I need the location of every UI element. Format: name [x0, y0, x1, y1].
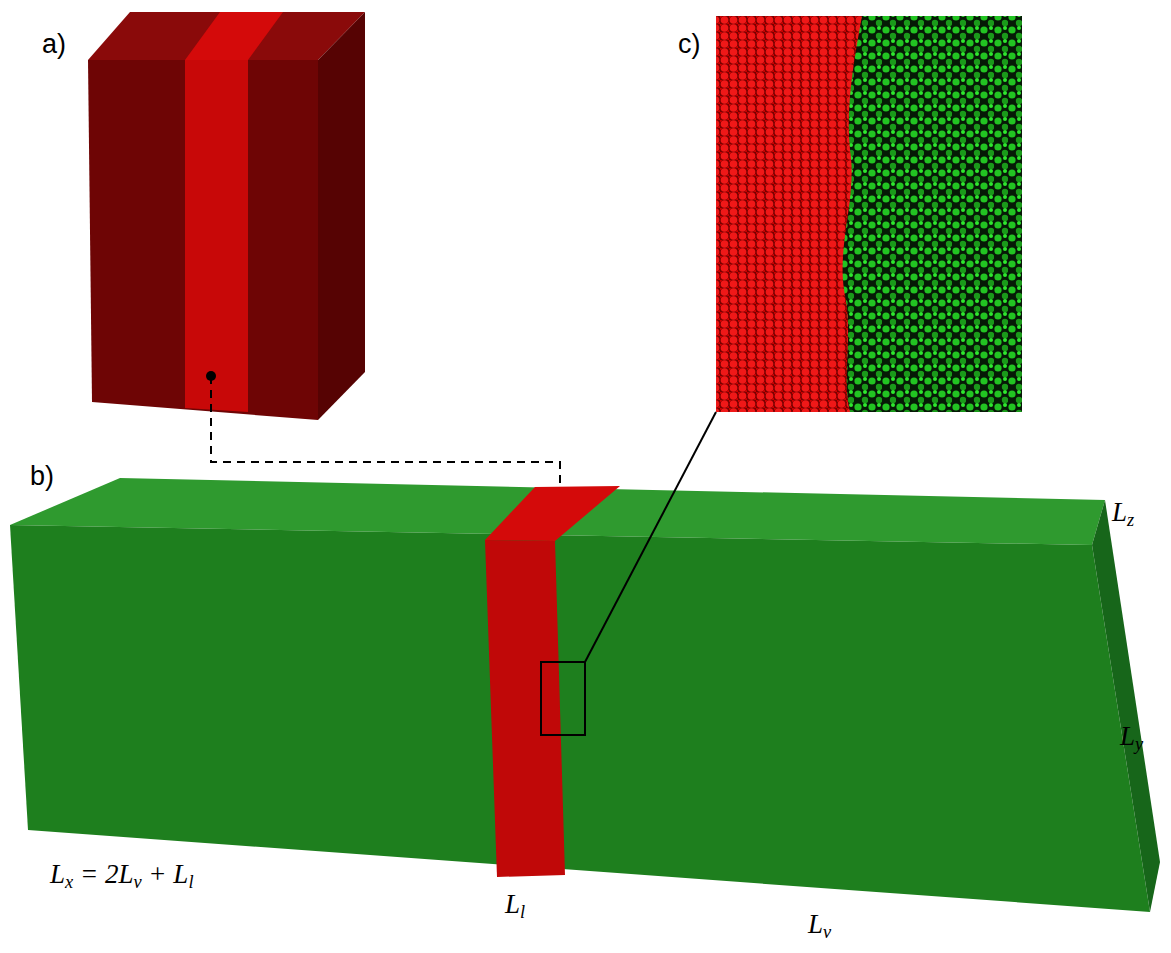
zoom-leader	[585, 412, 716, 662]
vapour-box-b	[10, 478, 1160, 912]
panel-label: b)	[30, 462, 54, 492]
dimension-label: Lx = 2Lv + Ll	[50, 860, 193, 892]
dimension-label: Ly	[1120, 722, 1143, 754]
transfer-line	[211, 376, 560, 498]
dimension-label: Lv	[808, 910, 831, 942]
panel-label: a)	[42, 30, 66, 60]
interface-zoom	[716, 16, 1022, 412]
panel-label: c)	[678, 30, 701, 60]
dimension-label: Ll	[505, 890, 525, 922]
dimension-label: Lz	[1112, 498, 1134, 530]
slab-box-a	[88, 12, 365, 420]
